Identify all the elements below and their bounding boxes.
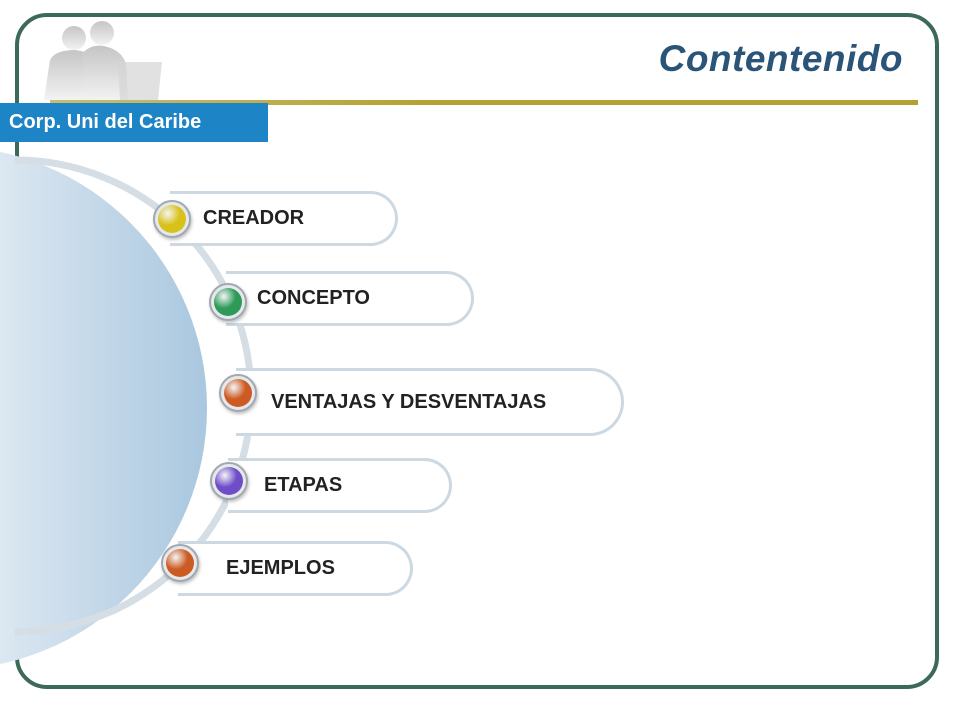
bullet-core [158,205,186,233]
purple-bullet-icon [210,462,248,500]
bullet-core [215,467,243,495]
menu-item-etapas[interactable]: ETAPAS [228,458,452,513]
bullet-core [224,379,252,407]
gradient-circle [0,151,207,665]
menu-item-concepto[interactable]: CONCEPTO [226,271,474,326]
org-label: Corp. Uni del Caribe [0,103,268,142]
menu-item-ejemplos[interactable]: EJEMPLOS [178,541,413,596]
green-bullet-icon [209,283,247,321]
menu-item-label: CREADOR [203,207,305,229]
bullet-core [214,288,242,316]
menu-item-label: VENTAJAS Y DESVENTAJAS [271,390,547,413]
orange-bullet-icon [219,374,257,412]
menu-item-label: CONCEPTO [257,287,370,309]
menu-item-ventajas[interactable]: VENTAJAS Y DESVENTAJAS [236,368,624,436]
orange-bullet-icon [161,544,199,582]
yellow-bullet-icon [153,200,191,238]
title-underline [50,100,918,105]
people-silhouette-icon [44,21,162,100]
bullet-core [166,549,194,577]
menu-item-label: EJEMPLOS [226,557,335,579]
menu-item-creador[interactable]: CREADOR [170,191,398,246]
page-title: Contentenido [658,38,903,79]
menu-item-label: ETAPAS [264,474,343,496]
